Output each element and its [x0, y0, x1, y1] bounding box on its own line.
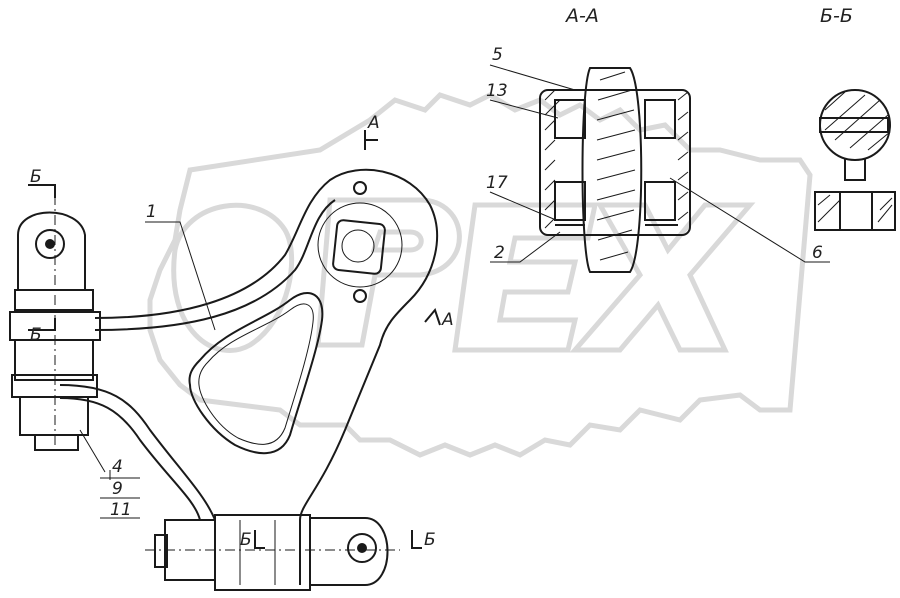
bottom-ball-joint — [145, 514, 400, 591]
lever-window — [188, 291, 324, 455]
section-b-slot — [819, 117, 889, 133]
section-b-bore — [839, 192, 873, 230]
section-a-bearing-top-left — [554, 99, 586, 139]
bottom-joint-ball — [347, 533, 377, 563]
section-a-shaft — [581, 67, 643, 273]
lever-strut-mid — [239, 520, 276, 585]
section-b-base — [814, 191, 896, 231]
section-a-bearing-bottom-right — [644, 181, 676, 221]
section-b-base-hatch — [817, 194, 893, 223]
mark-b-bottom-left: Б — [240, 530, 252, 550]
leader-2 — [490, 231, 561, 263]
cut-arrow-b-bottom-left — [254, 530, 265, 549]
leader-lines — [79, 64, 830, 519]
left-joint-body — [14, 339, 94, 381]
leader-1 — [145, 221, 216, 331]
section-a-bearing-bottom-left — [554, 181, 586, 221]
callout-6: 6 — [812, 243, 823, 263]
pivot-nut-bore — [341, 229, 375, 263]
pivot-boss — [317, 181, 403, 303]
leader-13 — [489, 99, 559, 119]
bottom-joint-body — [214, 514, 311, 591]
watermark-gear-icon — [147, 92, 813, 458]
cut-arrow-a-top — [364, 130, 378, 150]
callout-9: 9 — [112, 479, 123, 499]
callout-4: 4 — [112, 457, 123, 477]
watermark — [147, 92, 813, 458]
left-joint-ball — [35, 229, 65, 259]
leader-6 — [669, 177, 830, 263]
callout-13: 13 — [486, 81, 508, 101]
watermark-letter-e — [452, 202, 599, 353]
callout-11: 11 — [110, 500, 132, 520]
section-markers — [28, 130, 441, 549]
pivot-outer-ring — [317, 202, 403, 288]
section-a-bearing-top-right — [644, 99, 676, 139]
mark-b-left-top: Б — [30, 167, 42, 187]
lever-upper-arm-inner — [94, 199, 336, 331]
callout-2: 2 — [494, 243, 505, 263]
cut-arrow-a-right — [424, 307, 441, 326]
leader-17 — [489, 191, 557, 221]
lever-upper-arm — [94, 168, 438, 521]
bottom-joint-housing — [309, 517, 389, 586]
section-a-hatching — [544, 71, 689, 261]
watermark-letter-x — [569, 202, 756, 353]
callout-17: 17 — [486, 173, 508, 193]
mark-b-bottom-right: Б — [424, 530, 436, 550]
callout-table-lines — [100, 477, 140, 519]
pivot-square-nut — [332, 219, 386, 275]
watermark-letter-p — [315, 197, 462, 348]
section-title-a-a: А-А — [564, 5, 599, 27]
section-b-b — [814, 89, 896, 231]
callout-1: 1 — [146, 202, 157, 222]
left-joint-housing — [17, 211, 86, 291]
left-joint-pin — [34, 435, 79, 451]
lever-window-inner — [198, 303, 314, 445]
section-title-b-b: Б-Б — [820, 5, 853, 27]
cut-arrow-b-bottom-right — [411, 530, 422, 549]
section-a-a — [539, 67, 691, 273]
leader-4 — [79, 429, 111, 480]
left-joint-ball-core — [45, 239, 55, 249]
callout-5: 5 — [492, 45, 503, 65]
leader-5 — [489, 64, 576, 91]
mark-b-left-mid: Б — [30, 325, 42, 345]
section-b-neck — [844, 158, 866, 181]
cut-arrow-b-left-mid — [28, 318, 56, 331]
pivot-hole-bottom — [353, 289, 367, 303]
mark-a-right: А — [441, 310, 454, 330]
lever-lower-arm — [59, 384, 216, 521]
cut-arrow-b-left-top — [28, 184, 56, 198]
pivot-hole-top — [353, 181, 367, 195]
bottom-joint-pin — [154, 534, 168, 568]
left-ball-joint — [9, 195, 101, 455]
section-b-ball-hatch — [824, 91, 891, 151]
watermark-letter-o — [171, 202, 294, 353]
bottom-joint-ball-core — [357, 543, 367, 553]
mark-a-top: А — [367, 113, 380, 133]
lever-lower-arm-inner — [59, 397, 201, 521]
left-joint-nut — [19, 396, 89, 436]
left-joint-collar — [14, 289, 94, 311]
